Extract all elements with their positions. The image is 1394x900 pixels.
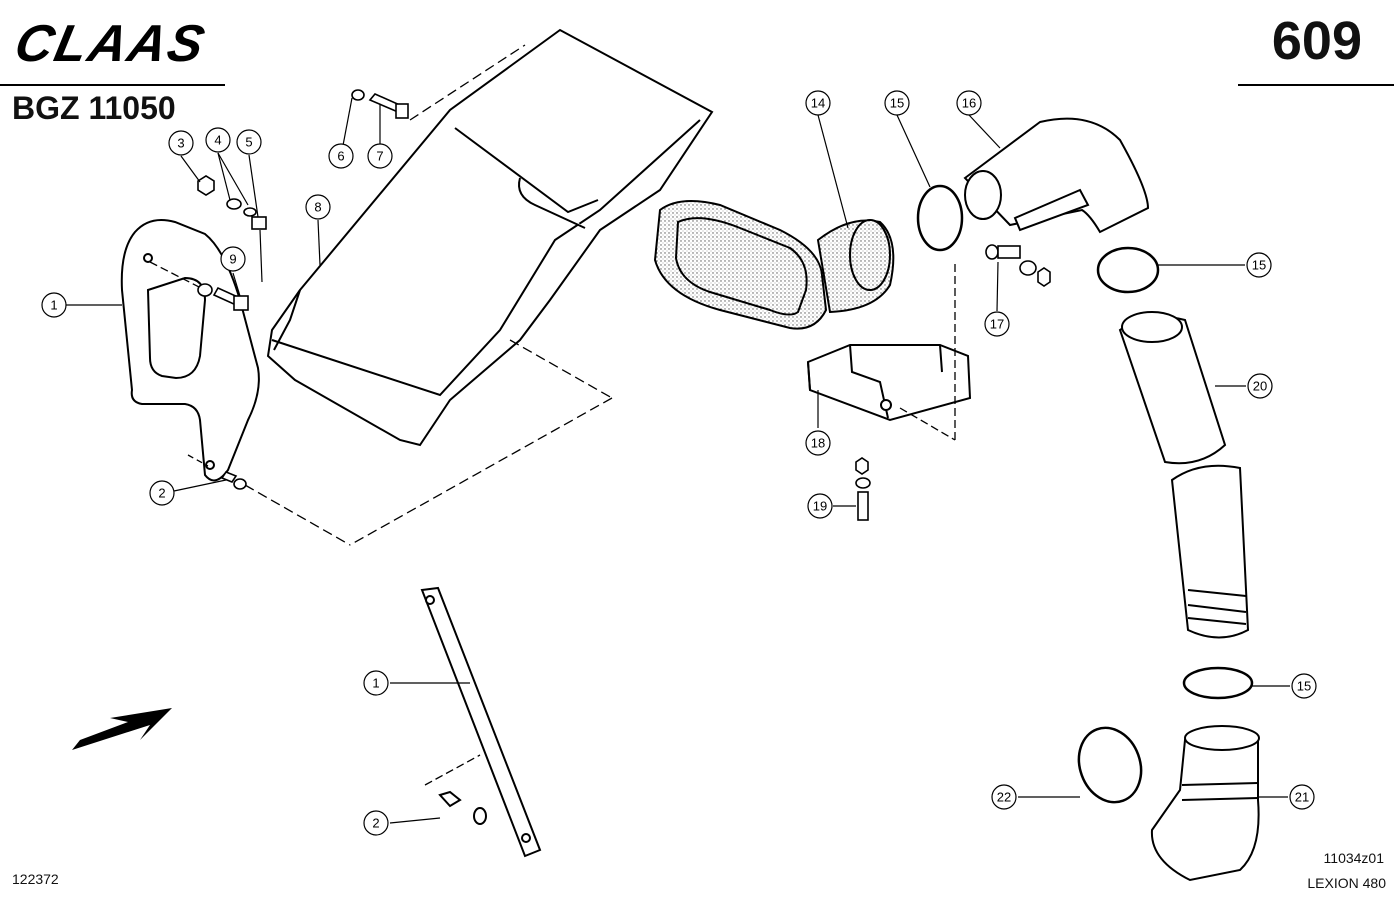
callout-6: 6 [328, 143, 354, 169]
callout-3: 3 [168, 130, 194, 156]
figure-code: 11034z01 [1323, 850, 1384, 866]
svg-text:17: 17 [990, 317, 1004, 332]
air-nozzle [653, 200, 895, 330]
callout-15-b: 15 [1246, 252, 1272, 278]
svg-text:9: 9 [229, 252, 236, 267]
svg-text:19: 19 [813, 499, 827, 514]
callout-2: 2 [149, 480, 175, 506]
callout-4: 4 [205, 127, 231, 153]
svg-text:4: 4 [214, 133, 221, 148]
svg-text:7: 7 [376, 149, 383, 164]
callout-5: 5 [236, 129, 262, 155]
support-rod [420, 586, 542, 858]
document-code: BGZ 11050 [12, 90, 176, 126]
lower-hose [1170, 464, 1250, 639]
callout-17: 17 [984, 311, 1010, 337]
svg-text:8: 8 [314, 200, 321, 215]
hose-clamps [916, 184, 1254, 804]
hose-segment [1118, 311, 1227, 465]
hardware-small [197, 89, 409, 490]
bracket-plate [120, 219, 260, 482]
bolt-19 [855, 457, 871, 521]
svg-text:1: 1 [372, 676, 379, 691]
callouts: 1 2 3 4 5 6 7 8 9 14 15 16 15 17 18 19 2… [41, 90, 1317, 836]
callout-18: 18 [805, 430, 831, 456]
svg-text:2: 2 [158, 486, 165, 501]
drawing-id: 122372 [12, 871, 59, 887]
callout-20: 20 [1247, 373, 1273, 399]
chute [266, 28, 714, 447]
svg-text:16: 16 [962, 96, 976, 111]
callout-15-c: 15 [1291, 673, 1317, 699]
leader-lines [66, 97, 1290, 824]
callout-19: 19 [807, 493, 833, 519]
svg-text:14: 14 [811, 96, 825, 111]
bent-pipe [963, 117, 1150, 234]
callout-7: 7 [367, 143, 393, 169]
callout-9: 9 [220, 246, 246, 272]
svg-text:15: 15 [1297, 679, 1311, 694]
callout-2-b: 2 [363, 810, 389, 836]
bolt-17 [985, 244, 1051, 287]
callout-1-b: 1 [363, 670, 389, 696]
callout-21: 21 [1289, 784, 1315, 810]
svg-text:21: 21 [1295, 790, 1309, 805]
svg-text:15: 15 [1252, 258, 1266, 273]
svg-text:1: 1 [50, 298, 57, 313]
svg-text:6: 6 [337, 149, 344, 164]
pipe-connector [1150, 725, 1260, 882]
callout-14: 14 [805, 90, 831, 116]
mounting-bracket [806, 344, 972, 422]
svg-text:5: 5 [245, 135, 252, 150]
callout-16: 16 [956, 90, 982, 116]
callout-15-a: 15 [884, 90, 910, 116]
svg-text:20: 20 [1253, 379, 1267, 394]
direction-arrow-icon [72, 708, 172, 750]
callout-1: 1 [41, 292, 67, 318]
svg-text:3: 3 [177, 136, 184, 151]
callout-22: 22 [991, 784, 1017, 810]
header-rule-left [0, 84, 225, 86]
svg-text:2: 2 [372, 816, 379, 831]
svg-text:18: 18 [811, 436, 825, 451]
model-name: LEXION 480 [1307, 875, 1386, 891]
svg-text:15: 15 [890, 96, 904, 111]
header-rule-right [1238, 84, 1394, 86]
page-number: 609 [1271, 11, 1362, 71]
svg-text:22: 22 [997, 790, 1011, 805]
callout-8: 8 [305, 194, 331, 220]
